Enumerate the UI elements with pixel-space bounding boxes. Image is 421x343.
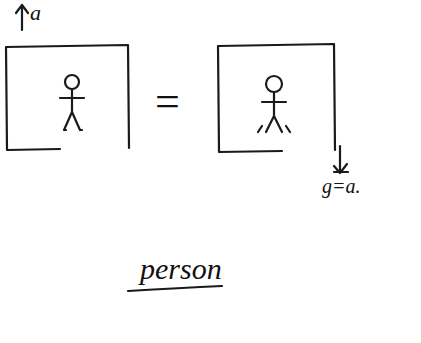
caption-word: person bbox=[140, 254, 222, 284]
down-arrow bbox=[334, 146, 348, 173]
person-figure bbox=[258, 76, 290, 132]
person-figure bbox=[60, 75, 84, 130]
acceleration-label: a bbox=[30, 2, 41, 24]
elevator-box bbox=[218, 44, 335, 152]
equals-sign: = bbox=[155, 80, 180, 124]
up-arrow bbox=[16, 5, 28, 30]
underline bbox=[128, 286, 222, 291]
elevator-box bbox=[6, 45, 129, 150]
gravity-label: g=a. bbox=[322, 176, 361, 196]
